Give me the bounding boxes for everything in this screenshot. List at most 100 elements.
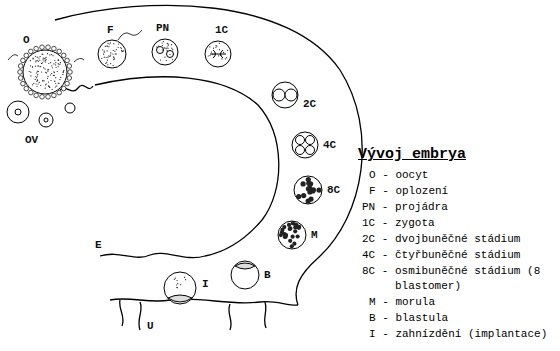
stipple-dot <box>45 84 46 85</box>
stipple-dot <box>41 71 42 72</box>
corona-cell <box>68 70 73 75</box>
blastomere <box>306 136 315 145</box>
stipple-dot <box>40 56 41 57</box>
stipple-dot <box>162 45 163 46</box>
stipple-dot <box>174 279 175 280</box>
stipple-dot <box>53 71 54 72</box>
stipple-dot <box>219 43 220 44</box>
stipple-dot <box>287 223 291 227</box>
stipple-dot <box>113 59 114 60</box>
stipple-dot <box>36 60 37 61</box>
stipple-dot <box>116 53 117 54</box>
stipple-dot <box>48 85 49 86</box>
stipple-dot <box>33 58 34 59</box>
follicle <box>39 113 53 127</box>
corona-cell <box>29 49 34 54</box>
stipple-dot <box>156 46 157 47</box>
stipple-dot <box>30 60 31 61</box>
stipple-dot <box>288 239 292 243</box>
corona-cell <box>34 46 39 51</box>
stipple-dot <box>167 46 168 47</box>
oocyte-cell <box>23 50 67 94</box>
stipple-dot <box>58 83 59 84</box>
corona-cell <box>67 76 72 81</box>
callout-label: PN <box>155 22 170 34</box>
stipple-dot <box>214 54 215 55</box>
stipple-dot <box>29 71 30 72</box>
stipple-dot <box>35 76 36 77</box>
stipple-dot <box>44 68 45 69</box>
stipple-dot <box>43 58 44 59</box>
stipple-dot <box>121 50 122 51</box>
stipple-dot <box>301 193 306 198</box>
pronucleus <box>167 51 174 58</box>
follicle-oocyte <box>15 109 21 115</box>
stipple-dot <box>59 79 60 80</box>
corona-cell <box>61 53 66 58</box>
legend-entry: O - oocyt <box>369 168 560 183</box>
stipple-dot <box>177 280 178 281</box>
stipple-dot <box>63 70 64 71</box>
stipple-dot <box>110 42 111 43</box>
stipple-dot <box>162 42 163 43</box>
stipple-dot <box>55 77 56 78</box>
stipple-dot <box>37 60 38 61</box>
stipple-dot <box>122 51 123 52</box>
stipple-dot <box>226 57 227 58</box>
legend-entry: M - morula <box>369 295 560 310</box>
stipple-dot <box>53 75 54 76</box>
stipple-dot <box>123 50 124 51</box>
stipple-dot <box>38 71 39 72</box>
stipple-dot <box>208 55 209 56</box>
stipple-dot <box>223 52 224 53</box>
inner-cell-mass <box>168 295 192 302</box>
blastula <box>231 261 259 289</box>
stipple-dot <box>48 69 49 70</box>
follicle-oocyte <box>44 118 48 122</box>
corona-cell <box>18 70 23 75</box>
stipple-dot <box>58 63 59 64</box>
stipple-dot <box>110 52 111 53</box>
stipple-dot <box>57 71 58 72</box>
stipple-dot <box>215 45 216 46</box>
stipple-dot <box>38 61 39 62</box>
blastomere <box>285 89 297 101</box>
stipple-dot <box>52 55 53 56</box>
stipple-dot <box>54 75 55 76</box>
corona-cell <box>18 64 23 69</box>
stipple-dot <box>107 46 108 47</box>
stipple-dot <box>47 69 48 70</box>
stipple-dot <box>44 58 45 59</box>
stipple-dot <box>58 64 59 65</box>
legend-entry: F - oplození <box>369 184 560 199</box>
stipple-dot <box>221 58 222 59</box>
stipple-dot <box>45 57 46 58</box>
corona-cell <box>46 45 51 50</box>
pronuclei-cell <box>152 39 178 65</box>
blastomere <box>296 136 305 145</box>
stipple-dot <box>215 47 216 48</box>
stipple-dot <box>56 67 57 68</box>
stipple-dot <box>38 58 39 59</box>
stipple-dot <box>216 46 217 47</box>
stipple-dot <box>107 50 108 51</box>
corona-cell <box>24 86 29 91</box>
stipple-dot <box>218 55 219 56</box>
stipple-dot <box>116 49 117 50</box>
legend-entry: PN - projádra <box>362 200 560 215</box>
stipple-dot <box>113 56 114 57</box>
corona-cell <box>24 53 29 58</box>
stipple-dot <box>185 279 186 280</box>
stipple-dot <box>114 58 115 59</box>
stipple-dot <box>38 65 39 66</box>
stipple-dot <box>291 235 295 239</box>
stipple-dot <box>213 48 214 49</box>
stipple-dot <box>293 229 297 233</box>
stipple-dot <box>30 65 31 66</box>
stipple-dot <box>107 60 108 61</box>
stipple-dot <box>173 54 174 55</box>
stipple-dot <box>167 48 168 49</box>
stipple-dot <box>55 62 56 63</box>
stipple-dot <box>53 63 54 64</box>
